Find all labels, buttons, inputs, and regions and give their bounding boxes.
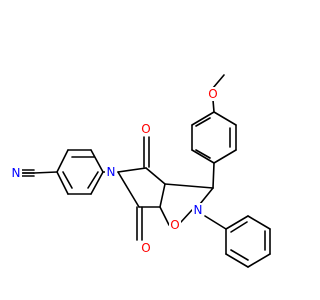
- bond-ph6: [225, 215, 249, 230]
- bond-bnC: [56, 149, 69, 173]
- bond-methyl-o: [212, 74, 225, 89]
- bond-c6a-c3a: [159, 183, 166, 208]
- bond-ar6-inner: [195, 117, 211, 127]
- bond-c4-n: [117, 167, 147, 173]
- bond-bnA: [90, 149, 104, 173]
- bond-ph5: [247, 215, 271, 230]
- bond-ar6: [191, 111, 215, 126]
- bond-c3a-c3: [164, 183, 214, 189]
- bond-bnF-inner: [87, 171, 99, 189]
- bond-n-ph: [204, 215, 227, 230]
- isoxazolidine-oxygen-label: O: [170, 218, 179, 232]
- nitrile-nitrogen-label: N: [12, 166, 21, 180]
- bond-c3-n: [199, 187, 214, 205]
- bond-n-o: [180, 209, 193, 223]
- bond-ph2-inner: [230, 249, 249, 261]
- bond-bnD-inner2: [62, 171, 73, 189]
- molecule-diagram: O N N O O O N: [10, 74, 271, 268]
- methoxy-oxygen-label: O: [208, 87, 217, 101]
- bond-o-c6a: [159, 206, 170, 226]
- carbonyl-oxygen-bottom-label: O: [141, 241, 150, 255]
- bond-ar4-inner: [195, 149, 211, 159]
- bond-bnD: [56, 171, 69, 195]
- bond-ph2: [225, 253, 249, 268]
- bond-n-c6: [117, 171, 140, 208]
- bond-o-aryl: [212, 99, 215, 113]
- bond-ph3: [247, 253, 271, 268]
- atom-labels-layer: O N N O O O N: [10, 87, 219, 255]
- carbonyl-oxygen-top-label: O: [141, 122, 150, 136]
- bond-ar3: [213, 149, 237, 164]
- bond-ar1: [213, 111, 237, 126]
- bond-ph6-inner: [230, 221, 248, 233]
- imide-nitrogen-label: N: [107, 165, 116, 179]
- bond-ar4: [191, 149, 215, 164]
- bond-c3a-c4: [145, 167, 166, 185]
- bond-c-cn: [33, 171, 58, 174]
- bonds-layer: [21, 74, 271, 268]
- bond-aryl-c3: [212, 162, 215, 189]
- isoxazolidine-nitrogen-label: N: [194, 203, 203, 217]
- bond-bnF: [90, 171, 104, 195]
